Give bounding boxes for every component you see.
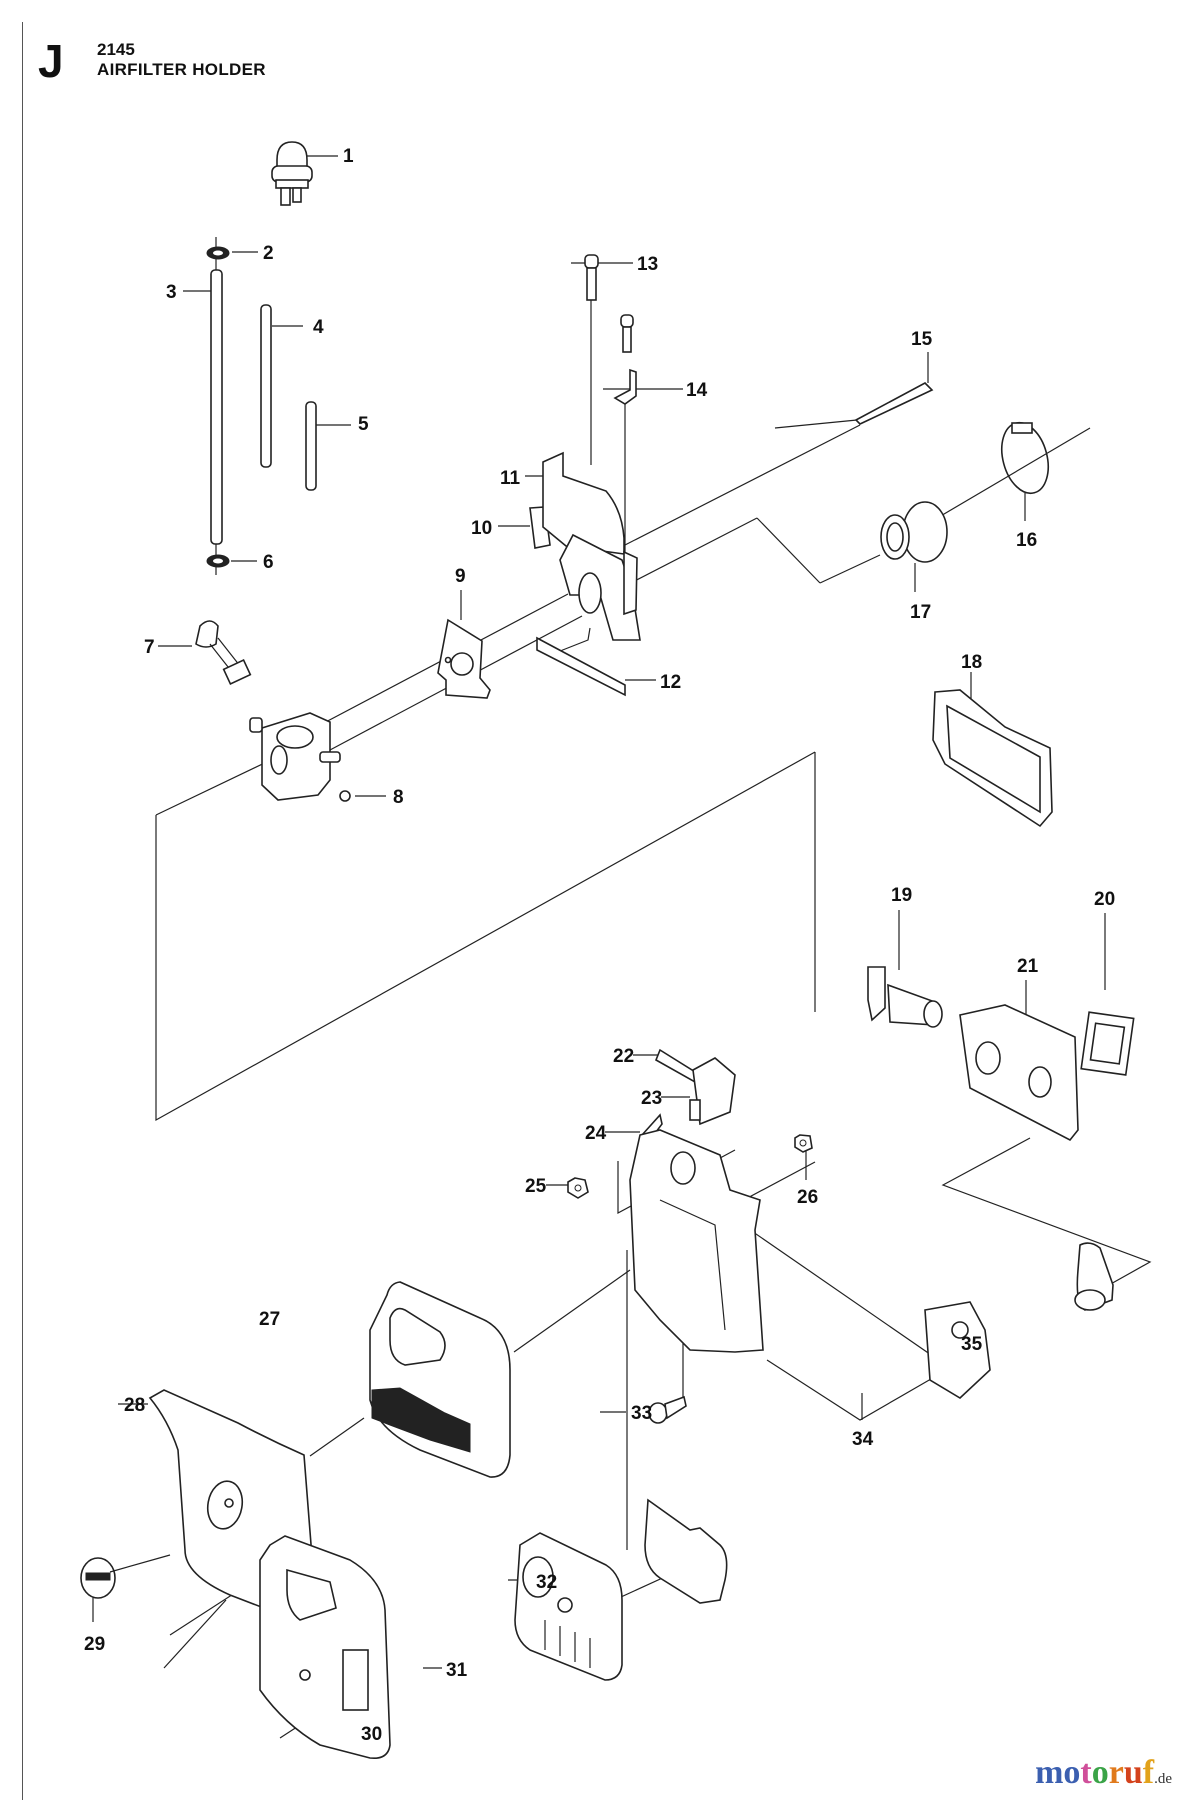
part-label-12[interactable]: 12 <box>660 672 681 693</box>
part-label-13[interactable]: 13 <box>637 254 658 275</box>
part-label-10[interactable]: 10 <box>471 518 492 539</box>
part-label-14[interactable]: 14 <box>686 380 708 401</box>
assembly-lines <box>155 237 1152 1739</box>
watermark-letter: m <box>1035 1754 1064 1791</box>
carburetor-gasket-part[interactable] <box>437 618 491 699</box>
part-label-3[interactable]: 3 <box>166 282 177 303</box>
part-label-34[interactable]: 34 <box>852 1429 874 1450</box>
valve-block-part[interactable] <box>689 1057 736 1126</box>
square-seal-part[interactable] <box>1080 1011 1135 1076</box>
part-label-18[interactable]: 18 <box>961 652 982 673</box>
part-label-16[interactable]: 16 <box>1016 530 1037 551</box>
carburetor-part[interactable] <box>249 712 351 802</box>
part-label-27[interactable]: 27 <box>259 1309 280 1330</box>
part-label-24[interactable]: 24 <box>585 1123 607 1144</box>
watermark-letter: r <box>1108 1754 1124 1791</box>
part-label-28[interactable]: 28 <box>124 1395 145 1416</box>
part-label-17[interactable]: 17 <box>910 602 931 623</box>
watermark-letter: f <box>1142 1754 1155 1791</box>
long-bolt-part[interactable] <box>774 382 934 429</box>
primer-bulb-part[interactable] <box>271 141 313 206</box>
part-label-4[interactable]: 4 <box>313 317 324 338</box>
part-label-25[interactable]: 25 <box>525 1176 547 1197</box>
part-label-21[interactable]: 21 <box>1017 956 1039 977</box>
fuel-line-short-part[interactable] <box>305 401 317 491</box>
screw-short-part[interactable] <box>620 314 634 353</box>
part-label-2[interactable]: 2 <box>263 243 274 264</box>
grommet-top-part[interactable] <box>206 246 230 260</box>
choke-lever-bracket-part[interactable] <box>924 1301 991 1399</box>
cover-knob-screw-part[interactable] <box>80 1554 171 1599</box>
part-label-6[interactable]: 6 <box>263 552 274 573</box>
watermark-letter: o <box>1091 1754 1109 1791</box>
part-label-20[interactable]: 20 <box>1094 889 1115 910</box>
nut-right-part[interactable] <box>794 1134 813 1153</box>
part-label-7[interactable]: 7 <box>144 637 155 658</box>
part-label-8[interactable]: 8 <box>393 787 404 808</box>
screw-small-part[interactable] <box>648 1395 687 1424</box>
choke-rod-part[interactable] <box>195 620 252 685</box>
watermark-suffix: .de <box>1154 1771 1172 1787</box>
filter-housing-part[interactable] <box>259 1535 391 1760</box>
watermark-logo: motoruf.de <box>1035 1754 1172 1792</box>
choke-flap-part[interactable] <box>1074 1242 1114 1311</box>
intake-boot-part[interactable] <box>880 501 948 563</box>
grommet-bottom-part[interactable] <box>206 554 230 568</box>
airfilter-holder-bracket-part[interactable] <box>542 451 641 641</box>
foam-strip-part[interactable] <box>536 636 626 697</box>
screw-long-part[interactable] <box>584 254 599 301</box>
watermark-letter: u <box>1123 1754 1143 1791</box>
part-label-30[interactable]: 30 <box>361 1724 382 1745</box>
part-label-23[interactable]: 23 <box>641 1088 662 1109</box>
fuel-line-medium-part[interactable] <box>260 304 272 468</box>
part-label-19[interactable]: 19 <box>891 885 912 906</box>
part-label-32[interactable]: 32 <box>536 1572 557 1593</box>
fuel-line-long-part[interactable] <box>210 269 223 545</box>
frame-gasket-part[interactable] <box>932 689 1053 828</box>
intake-tube-part[interactable] <box>867 966 943 1028</box>
section-letter: J <box>38 35 64 87</box>
part-label-1[interactable]: 1 <box>343 146 354 167</box>
part-number-labels: 1 2 3 4 5 6 7 8 9 10 11 12 13 14 15 16 1… <box>84 146 1115 1745</box>
housing-box-part[interactable] <box>959 1004 1079 1142</box>
prefilter-cover-part[interactable] <box>369 1281 511 1478</box>
part-label-35[interactable]: 35 <box>961 1334 983 1355</box>
part-label-5[interactable]: 5 <box>358 414 369 435</box>
part-label-15[interactable]: 15 <box>911 329 933 350</box>
air-filter-base-part[interactable] <box>514 1532 623 1681</box>
watermark-letter: t <box>1080 1754 1092 1791</box>
part-label-26[interactable]: 26 <box>797 1187 818 1208</box>
foam-filter-part[interactable] <box>644 1498 728 1604</box>
model-number: 2145 <box>97 40 135 59</box>
nut-left-part[interactable] <box>567 1177 589 1199</box>
bracket-clip-part[interactable] <box>613 368 637 405</box>
airfilter-holder-main-part[interactable] <box>629 1129 764 1353</box>
part-label-31[interactable]: 31 <box>446 1660 468 1681</box>
part-label-33[interactable]: 33 <box>631 1403 652 1424</box>
left-border-rule <box>22 22 23 1800</box>
page-title: AIRFILTER HOLDER <box>97 60 266 79</box>
part-label-22[interactable]: 22 <box>613 1046 634 1067</box>
part-label-9[interactable]: 9 <box>455 566 466 587</box>
part-label-11[interactable]: 11 <box>500 468 521 489</box>
hose-clamp-part[interactable] <box>994 418 1055 499</box>
watermark-letter: o <box>1063 1754 1081 1791</box>
part-label-29[interactable]: 29 <box>84 1634 105 1655</box>
